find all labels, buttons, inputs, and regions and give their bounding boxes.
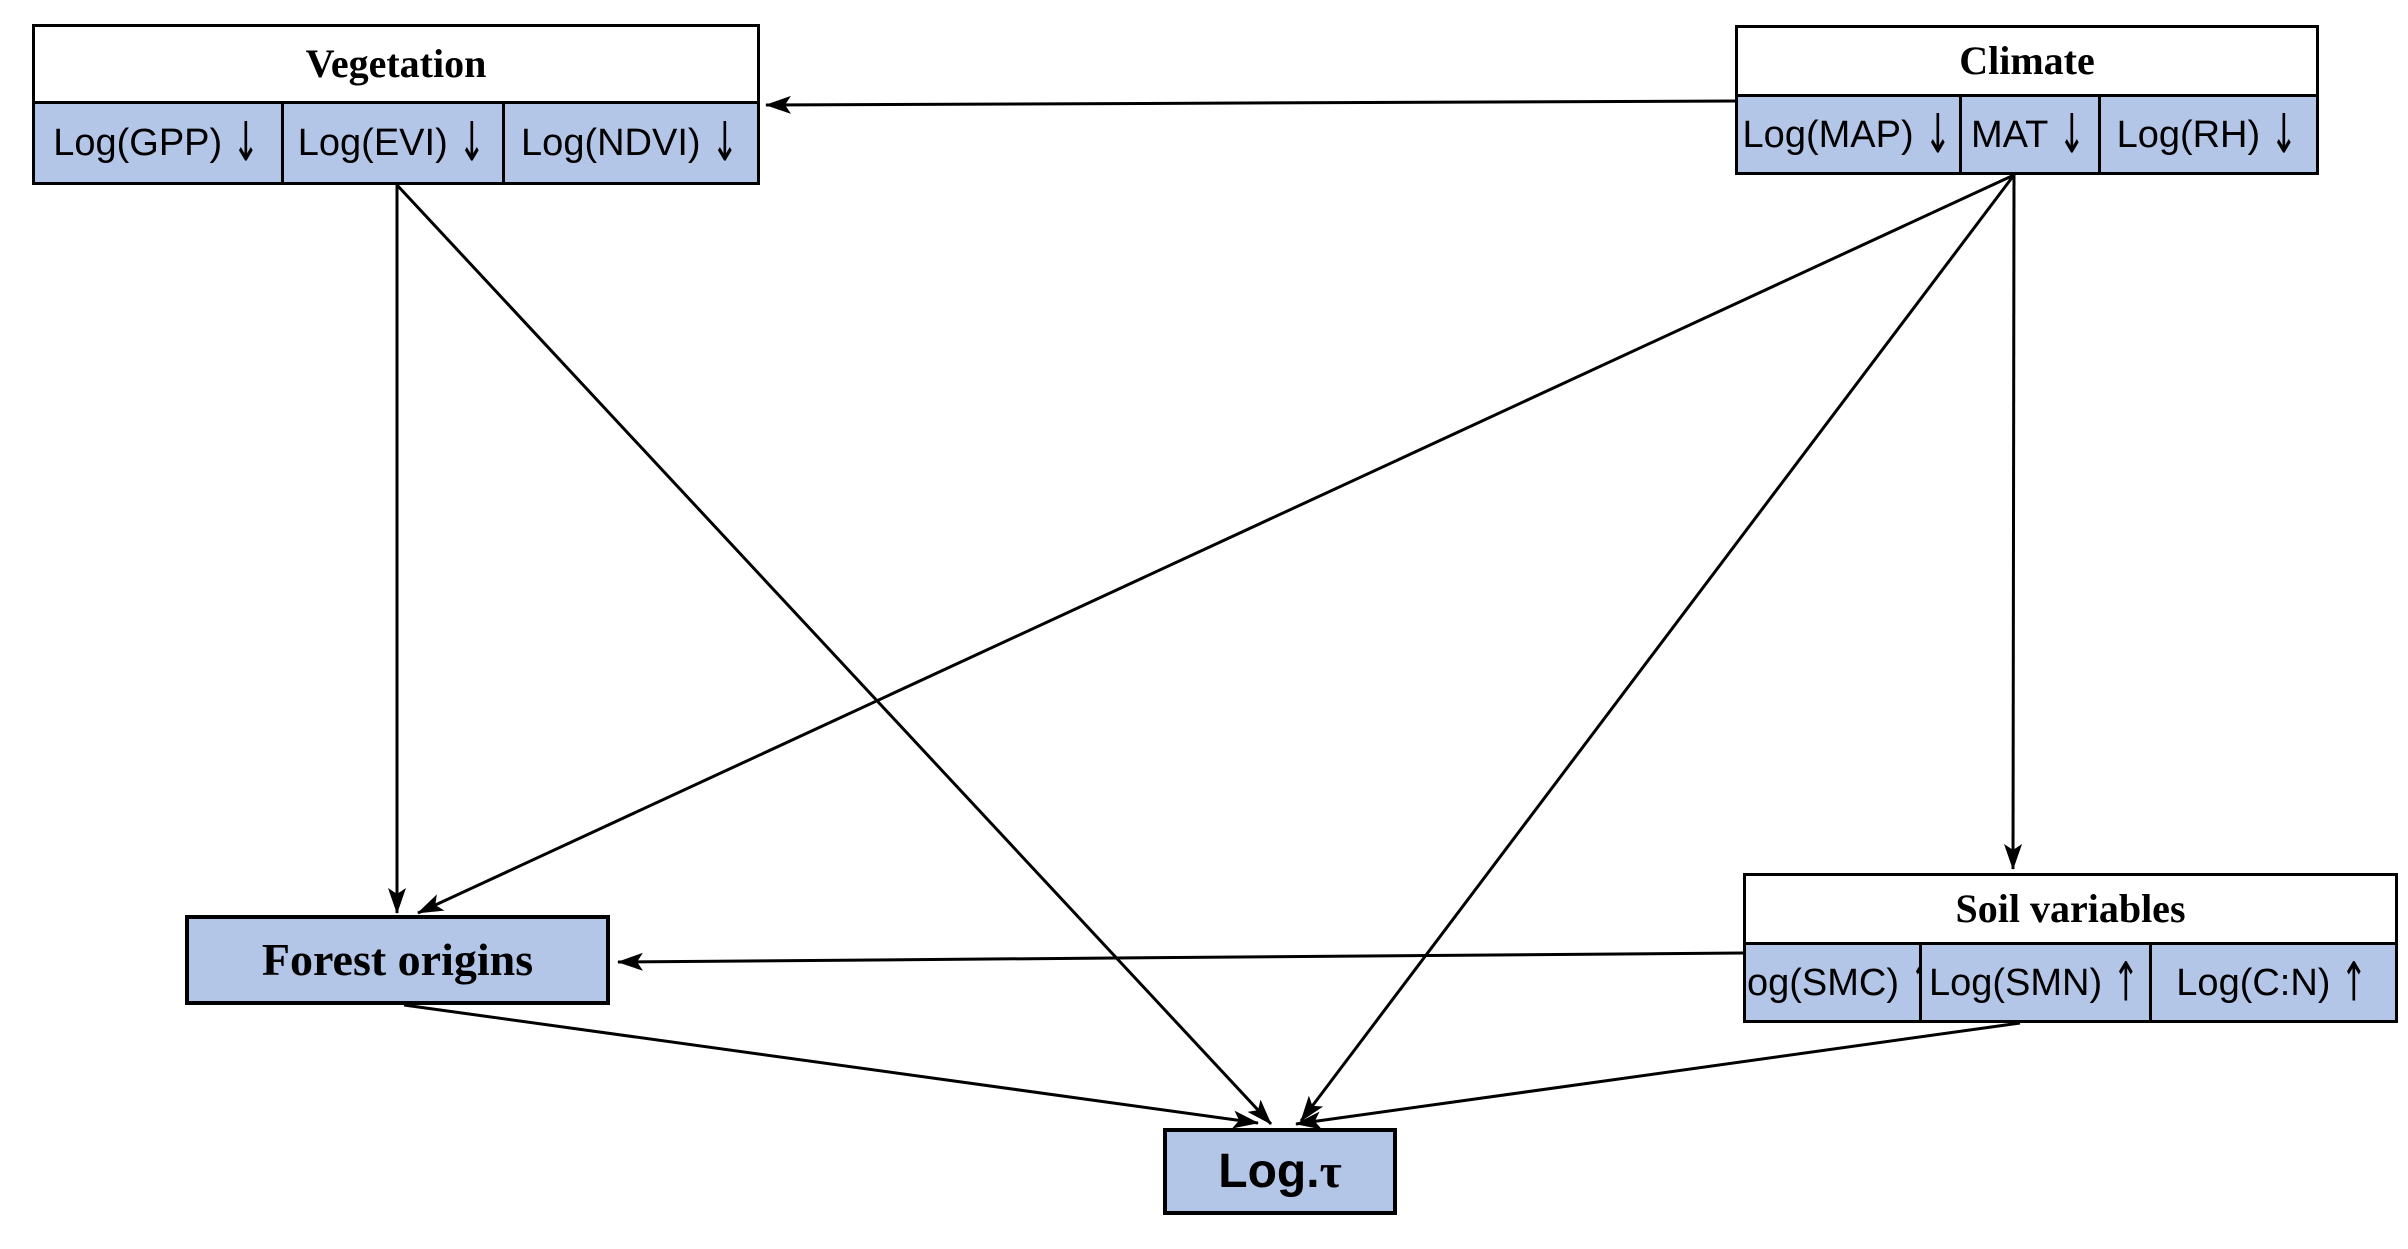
- soil-cell-cn-label: Log(C:N): [2176, 961, 2331, 1004]
- soil-cell-smn-label: Log(SMN): [1928, 961, 2103, 1004]
- vegetation-box: Vegetation Log(GPP) ↓ Log(EVI) ↓ Log(NDV…: [32, 24, 760, 185]
- vegetation-cell-evi: Log(EVI) ↓: [280, 104, 503, 182]
- edge-forest-origins-to-log-tau: [403, 1003, 1259, 1129]
- climate-header: Climate: [1738, 28, 2316, 97]
- log-tau-symbol: τ: [1319, 1144, 1342, 1198]
- soil-variables-row: Log(SMC) ↑ Log(SMN) ↑ Log(C:N) ↑: [1746, 945, 2395, 1020]
- down-arrow-icon: ↓: [458, 111, 485, 175]
- soil-variables-box: Soil variables Log(SMC) ↑ Log(SMN) ↑ Log…: [1743, 873, 2398, 1023]
- up-arrow-icon: ↑: [1909, 956, 1919, 1010]
- forest-origins-box: Forest origins: [185, 915, 610, 1005]
- edge-soil-variables-to-log-tau: [1295, 1021, 2021, 1130]
- soil-variables-header: Soil variables: [1746, 876, 2395, 945]
- climate-cell-mat: MAT ↓: [1958, 97, 2099, 172]
- edge-soil-variables-to-forest-origins: [617, 951, 1744, 971]
- soil-cell-smn: Log(SMN) ↑: [1919, 945, 2150, 1020]
- up-arrow-icon: ↑: [2112, 951, 2140, 1014]
- down-arrow-icon: ↓: [2058, 103, 2086, 166]
- soil-cell-smc: Log(SMC) ↑: [1746, 945, 1920, 1020]
- down-arrow-icon: ↓: [232, 111, 260, 175]
- soil-variables-title: Soil variables: [1955, 886, 2186, 931]
- soil-cell-smc-label: Log(SMC): [1746, 961, 1900, 1004]
- forest-origins-title: Forest origins: [261, 934, 534, 985]
- down-arrow-icon: ↓: [1923, 103, 1951, 166]
- vegetation-cell-ndvi-label: Log(NDVI): [521, 122, 701, 164]
- down-arrow-icon: ↓: [2270, 103, 2298, 166]
- climate-cell-mat-label: MAT: [1971, 113, 2049, 156]
- climate-cell-rh: Log(RH) ↓: [2098, 97, 2316, 172]
- climate-cell-rh-label: Log(RH): [2116, 113, 2261, 156]
- log-tau-box: Log.τ: [1163, 1128, 1397, 1215]
- vegetation-cell-evi-label: Log(EVI): [297, 122, 448, 164]
- edge-climate-to-vegetation: [765, 95, 1736, 114]
- vegetation-header: Vegetation: [35, 27, 757, 104]
- edge-climate-to-forest-origins: [417, 173, 2015, 915]
- log-tau-prefix: Log.: [1218, 1144, 1320, 1198]
- climate-cell-map-label: Log(MAP): [1742, 113, 1914, 156]
- vegetation-cell-gpp: Log(GPP) ↓: [35, 104, 281, 182]
- edge-climate-to-soil-variables: [2004, 174, 2023, 870]
- down-arrow-icon: ↓: [710, 111, 738, 175]
- climate-cell-map: Log(MAP) ↓: [1738, 97, 1959, 172]
- climate-variables-row: Log(MAP) ↓ MAT ↓ Log(RH) ↓: [1738, 97, 2316, 172]
- soil-cell-cn: Log(C:N) ↑: [2149, 945, 2395, 1020]
- climate-box: Climate Log(MAP) ↓ MAT ↓ Log(RH) ↓: [1735, 25, 2319, 175]
- vegetation-variables-row: Log(GPP) ↓ Log(EVI) ↓ Log(NDVI) ↓: [35, 104, 757, 182]
- vegetation-cell-ndvi: Log(NDVI) ↓: [502, 104, 757, 182]
- climate-title: Climate: [1959, 38, 2095, 83]
- vegetation-title: Vegetation: [305, 41, 487, 86]
- up-arrow-icon: ↑: [2340, 951, 2368, 1014]
- vegetation-cell-gpp-label: Log(GPP): [53, 122, 223, 164]
